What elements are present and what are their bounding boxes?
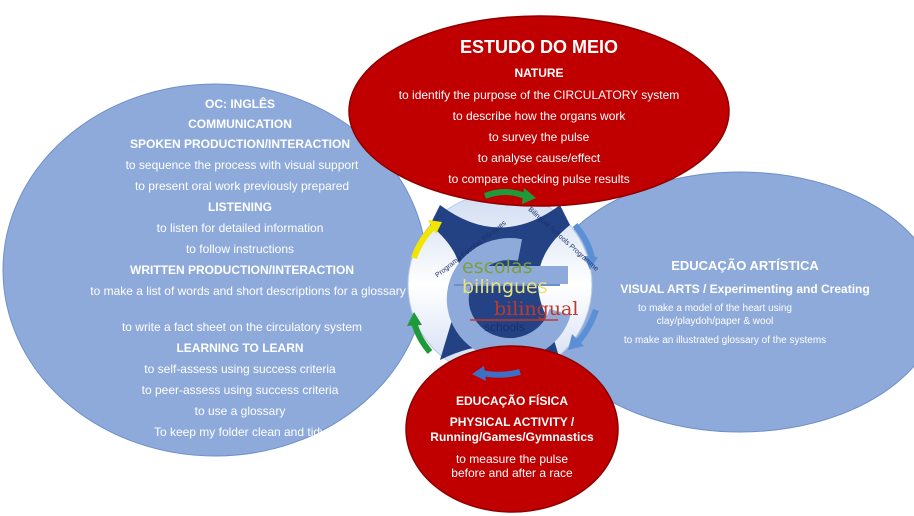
- ingles-heading-communication: COMMUNICATION: [188, 117, 292, 131]
- arrow-blue-bottom: [472, 366, 521, 381]
- ingles-title: OC: INGLÊS: [204, 97, 275, 111]
- estudo-item-4: to analyse cause/effect: [477, 151, 601, 165]
- logo-word-bilingues: bilingues: [462, 276, 548, 298]
- ingles-spoken-1: to sequence the process with visual supp…: [125, 158, 359, 172]
- logo-word-bilingual: bilingual: [494, 298, 579, 320]
- estudo-item-3: to survey the pulse: [488, 130, 590, 144]
- ingles-heading-spoken: SPOKEN PRODUCTION/INTERACTION: [129, 137, 350, 151]
- ingles-written-1: to make a list of words and short descri…: [90, 284, 406, 298]
- artistica-item-1: to make a model of the heart using clay/…: [638, 303, 792, 327]
- ingles-written-2: to write a fact sheet on the circulatory…: [121, 320, 363, 334]
- artistica-title: EDUCAÇÃO ARTÍSTICA: [671, 258, 819, 273]
- ingles-learning-1: to self-assess using success criteria: [144, 362, 336, 376]
- ingles-learning-2: to peer-assess using success criteria: [141, 383, 339, 397]
- artistica-subtitle: VISUAL ARTS / Experimenting and Creating: [620, 282, 870, 296]
- fisica-subtitle-2: Running/Games/Gymnastics: [430, 430, 594, 444]
- estudo-title: ESTUDO DO MEIO: [459, 37, 618, 57]
- ingles-learning-4: To keep my folder clean and tidy: [153, 425, 327, 439]
- fisica-title: EDUCAÇÃO FÍSICA: [455, 394, 568, 408]
- ingles-heading-listening: LISTENING: [207, 200, 272, 214]
- arrow-yellow-upper-left: [411, 220, 442, 259]
- estudo-item-2: to describe how the organs work: [452, 109, 626, 123]
- arrow-green-top: [483, 188, 536, 204]
- arrow-blue-right: [572, 223, 598, 270]
- arrow-green-left: [407, 312, 433, 354]
- logo-e: [446, 238, 571, 360]
- logo-word-schools: schools: [484, 320, 525, 334]
- fisica-subtitle-1: PHYSICAL ACTIVITY /: [449, 415, 575, 429]
- ingles-listening-1: to listen for detailed information: [156, 221, 324, 235]
- estudo-subtitle: NATURE: [514, 66, 564, 80]
- fisica-item-1: to measure the pulse before and after a …: [451, 452, 573, 480]
- fisica-ellipse: [405, 345, 619, 513]
- estudo-item-5: to compare checking pulse results: [448, 172, 630, 186]
- estudo-ellipse: [348, 15, 730, 207]
- ingles-listening-2: to follow instructions: [185, 242, 295, 256]
- ingles-heading-written: WRITTEN PRODUCTION/INTERACTION: [130, 263, 354, 277]
- ingles-learning-3: to use a glossary: [194, 404, 286, 418]
- arrow-blue-lower-right: [568, 309, 599, 350]
- logo-word-escolas: escolas: [462, 256, 533, 278]
- ingles-heading-learning: LEARNING TO LEARN: [176, 341, 304, 355]
- ingles-spoken-2: to present oral work previously prepared: [134, 179, 350, 193]
- estudo-item-1: to identify the purpose of the CIRCULATO…: [398, 88, 680, 102]
- artistica-item-2: to make an illustrated glossary of the s…: [623, 335, 827, 346]
